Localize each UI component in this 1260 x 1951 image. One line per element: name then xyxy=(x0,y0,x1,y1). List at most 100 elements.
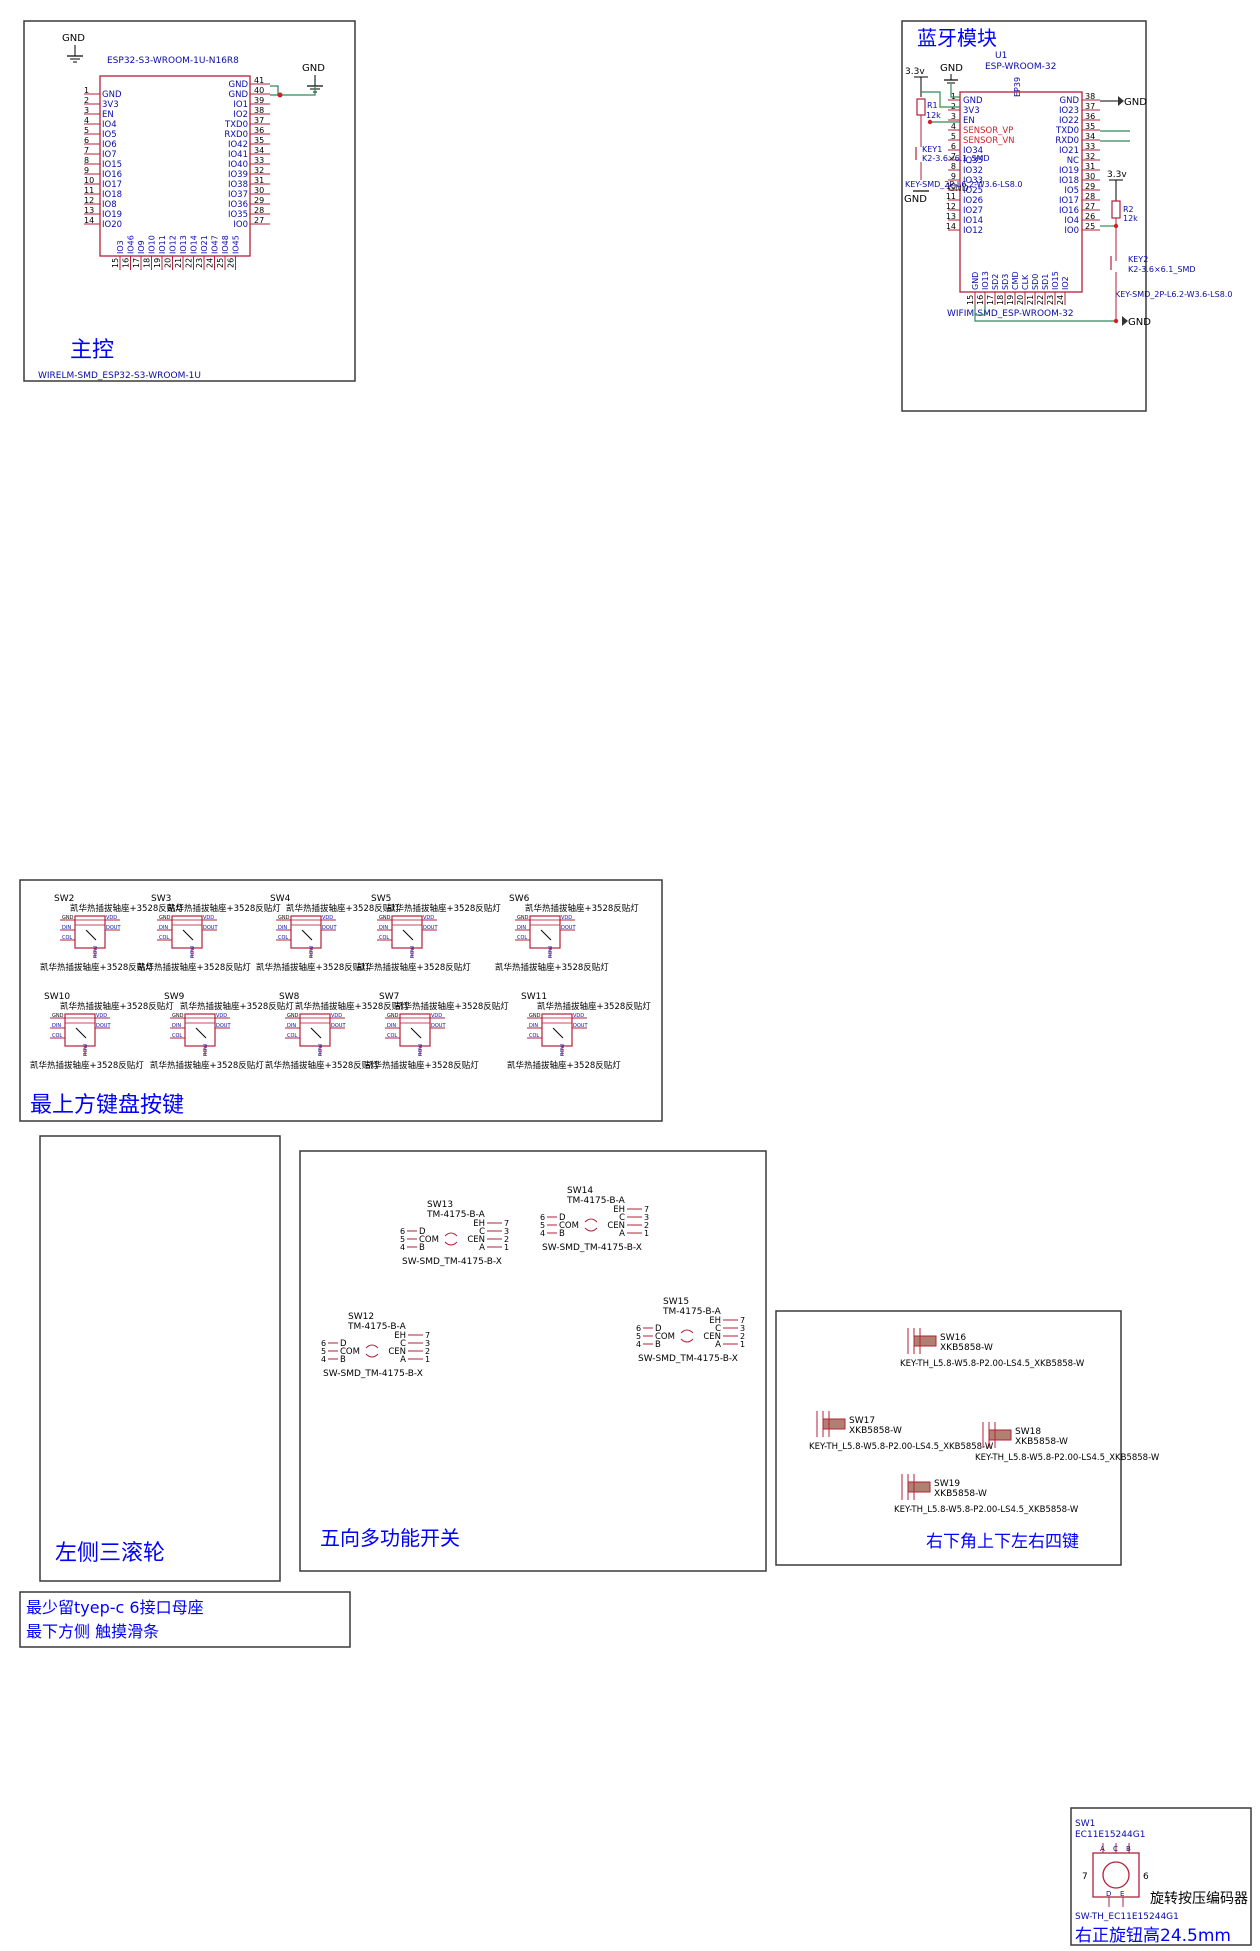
pin-number: 3 xyxy=(504,1227,509,1236)
gnd-label: GND xyxy=(1128,317,1151,328)
pin-number: 7 xyxy=(84,146,89,155)
pin-number: 9 xyxy=(951,172,956,181)
key2-val: K2-3.6×6.1_SMD xyxy=(1128,265,1196,274)
pin-number: 37 xyxy=(1085,102,1095,111)
pin-name: DOUT xyxy=(573,1023,588,1029)
pin-number: 24 xyxy=(206,258,215,268)
switch-footprint: KEY-TH_L5.8-W5.8-P2.00-LS4.5_XKB5858-W xyxy=(894,1505,1079,1515)
pin-number: 2 xyxy=(84,96,89,105)
pin-name: IO35 xyxy=(228,210,248,220)
pin-name: VDD xyxy=(96,1013,107,1019)
switch-footprint: SW-SMD_TM-4175-B-X xyxy=(402,1257,502,1267)
key2-ref: KEY2 xyxy=(1128,255,1148,264)
pin-name: GND xyxy=(229,90,249,100)
pin-name: DIN xyxy=(387,1023,396,1029)
switch-value: XKB5858-W xyxy=(1015,1437,1068,1447)
pin-name: DOUT xyxy=(106,925,121,931)
tactile-switch: SW19XKB5858-WKEY-TH_L5.8-W5.8-P2.00-LS4.… xyxy=(894,1474,1079,1515)
pin-name: 3V3 xyxy=(963,106,980,116)
pin-name: DOUT xyxy=(423,925,438,931)
pin-number: 4 xyxy=(84,116,89,125)
pin-name: D xyxy=(340,1339,347,1349)
pin-name: IO19 xyxy=(102,210,122,220)
main-controller-title: 主控 xyxy=(70,338,114,363)
pin-name: IO41 xyxy=(228,150,248,160)
pin-name: GND xyxy=(379,915,391,921)
switch-footprint: 凯华热插拔轴座+3528反贴灯 xyxy=(495,962,609,973)
pin-name: COL xyxy=(387,1033,397,1039)
pin-number: 1 xyxy=(425,1355,430,1364)
tactile-switch: SW16XKB5858-WKEY-TH_L5.8-W5.8-P2.00-LS4.… xyxy=(900,1328,1085,1369)
pin-name: GND xyxy=(52,1013,64,1019)
pin-name: COL xyxy=(278,935,288,941)
pin-name: IO48 xyxy=(221,235,230,254)
pin-name: VDD xyxy=(203,915,214,921)
pin-name: IO4 xyxy=(102,120,117,130)
pin-number: 5 xyxy=(400,1235,405,1244)
pin-name: SD1 xyxy=(1041,274,1050,290)
pin-number: 25 xyxy=(216,258,225,268)
pin-number: 1 xyxy=(504,1243,509,1252)
bluetooth-block: 蓝牙模块 U1 ESP-WROOM-32 WIFIM-SMD_ESP-WROOM… xyxy=(901,20,1232,412)
encoder-knob xyxy=(1102,1861,1130,1889)
encoder-value: EC11E15244G1 xyxy=(1075,1830,1145,1840)
pin-number: 32 xyxy=(1085,152,1095,161)
pin-name: IO1 xyxy=(233,100,248,110)
pin-name: IO42 xyxy=(228,140,248,150)
pin-name: EN xyxy=(963,116,975,126)
pin-name: IO0 xyxy=(1064,226,1079,236)
pin-name: IO8 xyxy=(102,200,117,210)
pin-number: 10 xyxy=(84,176,94,185)
pin-name: DIN xyxy=(379,925,388,931)
pin-number: 5 xyxy=(951,132,956,141)
switch-footprint: 凯华热插拔轴座+3528反贴灯 xyxy=(265,1060,379,1071)
pin-name: IO13 xyxy=(179,235,188,254)
switch-ref: SW11 xyxy=(521,992,547,1002)
switch-ref: SW16 xyxy=(940,1333,966,1343)
encoder-block: SW1 EC11E15244G1 A C B D E 7 6 旋转按压编码器 S… xyxy=(1070,1807,1252,1946)
pin-name: D xyxy=(419,1227,426,1237)
esp32-s3-body xyxy=(99,75,251,257)
pin-number: 8 xyxy=(84,156,89,165)
pin-name: DIN xyxy=(62,925,71,931)
switch-value: TM-4175-B-A xyxy=(566,1196,626,1206)
pin-name: 3V3 xyxy=(102,100,119,110)
pin-name: IO34 xyxy=(963,146,983,156)
u1-value: ESP-WROOM-32 xyxy=(985,62,1056,72)
pin-name: DIN xyxy=(278,925,287,931)
pin-number: 2 xyxy=(504,1235,509,1244)
gnd-label: GND xyxy=(948,184,969,194)
switch-footprint: SW-SMD_TM-4175-B-X xyxy=(638,1354,738,1364)
pin-name: IO3 xyxy=(116,240,125,254)
switch-value: XKB5858-W xyxy=(940,1343,993,1353)
switch-ref: SW8 xyxy=(279,992,300,1002)
pin-name: IO7 xyxy=(102,150,117,160)
pin-number: 4 xyxy=(540,1229,545,1238)
switch-ref: SW2 xyxy=(54,894,74,904)
switch-footprint: SW-SMD_TM-4175-B-X xyxy=(323,1369,423,1379)
pin-name: ROW xyxy=(410,946,416,958)
pin-name: CLK xyxy=(1021,274,1030,290)
pin-name: IO45 xyxy=(232,235,241,254)
pin-name: VDD xyxy=(431,1013,442,1019)
tactile-switch: SW17XKB5858-WKEY-TH_L5.8-W5.8-P2.00-LS4.… xyxy=(809,1411,994,1452)
u1-ref: U1 xyxy=(995,51,1007,61)
pin-number: 6 xyxy=(84,136,89,145)
pin-name: COM xyxy=(419,1235,439,1245)
pin-name: IO19 xyxy=(1059,166,1079,176)
pin-name: CEN xyxy=(607,1221,625,1231)
pin-number: 24 xyxy=(1056,295,1065,305)
pin-name: TXD0 xyxy=(1055,126,1079,136)
pin-number: 9 xyxy=(84,166,89,175)
pin-name: SENSOR_VP xyxy=(963,126,1013,136)
pin-name: RXD0 xyxy=(224,130,248,140)
pin-number: 34 xyxy=(1085,132,1095,141)
encoder-pin-b: B xyxy=(1126,1845,1131,1853)
pin-name: GND xyxy=(517,915,529,921)
pin-number: 40 xyxy=(254,86,264,95)
pin-name: IO12 xyxy=(169,235,178,254)
